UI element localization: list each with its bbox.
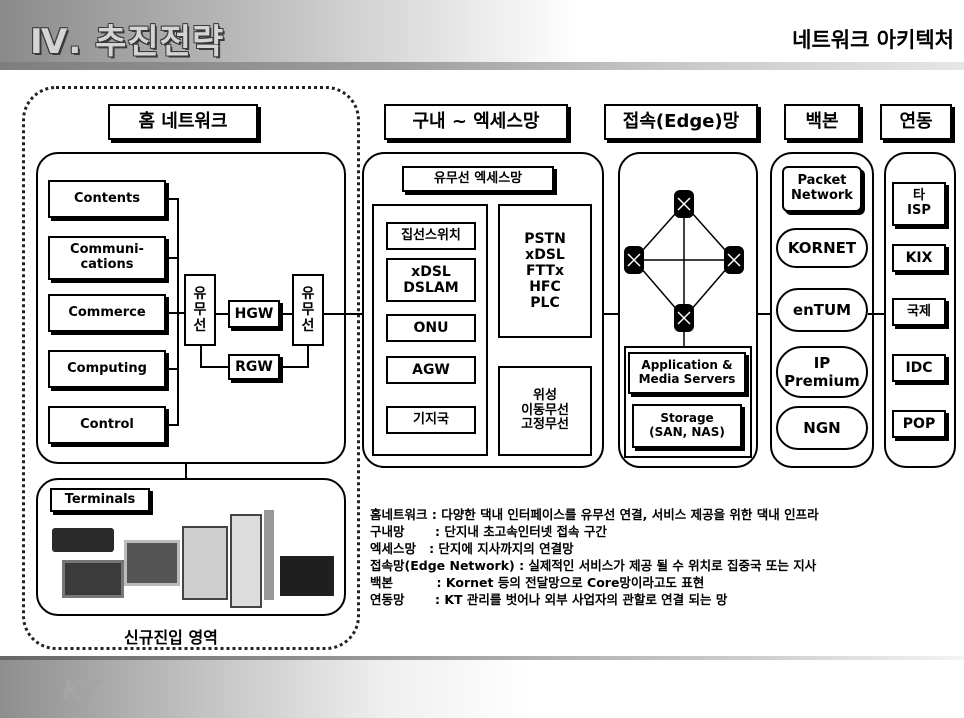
legend-key: 백본: [370, 575, 394, 590]
agw-box: AGW: [386, 356, 476, 384]
legend-sep: :: [404, 592, 445, 607]
legend: 홈네트워크 : 다양한 댁내 인터페이스를 유무선 연결, 서비스 제공을 위한…: [370, 506, 819, 608]
kt-logo: KT: [62, 676, 100, 706]
legend-sep: :: [404, 524, 445, 539]
wired-access-list: PSTN xDSL FTTx HFC PLC: [498, 204, 592, 338]
entum-cloud: enTUM: [776, 288, 868, 332]
international-box: 국제: [892, 298, 946, 326]
legend-row: 구내망 : 단지내 초고속인터넷 접속 구간: [370, 523, 819, 540]
server-device-icon: [230, 514, 262, 608]
ip-premium-cloud: IP Premium: [776, 346, 868, 398]
legend-text: Kornet 등의 전달망으로 Core망이라고도 표현: [445, 575, 705, 590]
legend-sep: :: [427, 507, 442, 522]
aggregation-switch: 집선스위치: [386, 222, 476, 250]
new-entry-region: [22, 86, 360, 650]
legend-row: 접속망(Edge Network) : 실제적인 서비스가 제공 될 수 위치로…: [370, 557, 819, 574]
legend-row: 백본 : Kornet 등의 전달망으로 Core망이라고도 표현: [370, 574, 819, 591]
legend-key: 접속망(Edge Network): [370, 558, 515, 573]
legend-sep: :: [514, 558, 529, 573]
xdsl-dslam: xDSL DSLAM: [386, 258, 476, 302]
footer-line: [0, 656, 964, 662]
kix-box: KIX: [892, 244, 946, 272]
interconnect-title: 연동: [880, 104, 952, 140]
legend-text: 다양한 댁내 인터페이스를 유무선 연결, 서비스 제공을 위한 댁내 인프라: [441, 507, 819, 522]
pc-tower-icon: [182, 526, 228, 600]
monitor-device-icon: [124, 540, 180, 586]
edge-network-title: 접속(Edge)망: [604, 104, 758, 140]
connector: [177, 312, 185, 314]
other-isp: 타 ISP: [892, 182, 946, 226]
ngn-cloud: NGN: [776, 406, 868, 450]
wired-wireless-right: 유 무 선: [292, 274, 324, 346]
legend-text: 실제적인 서비스가 제공 될 수 위치로 집중국 또는 지사: [528, 558, 817, 573]
connector: [166, 368, 178, 370]
connector: [307, 346, 309, 368]
service-communications: Communi- cations: [48, 236, 166, 280]
application-media-servers: Application & Media Servers: [628, 352, 746, 394]
connector: [604, 313, 620, 315]
wired-wireless-access-heading: 유무선 엑세스망: [402, 166, 554, 192]
legend-row: 연동망 : KT 관리를 벗어나 외부 사업자의 관할로 연결 되는 망: [370, 591, 819, 608]
legend-key: 홈네트워크: [370, 507, 428, 522]
connector: [200, 366, 228, 368]
new-entry-label: 신규진입 영역: [124, 628, 218, 647]
connector: [166, 424, 178, 426]
wireless-access-list: 위성 이동무선 고정무선: [498, 366, 592, 456]
keyboard-device-icon: [52, 528, 114, 552]
service-commerce: Commerce: [48, 294, 166, 332]
backbone-title: 백본: [784, 104, 860, 140]
legend-row: 엑세스망 : 단지에 지사까지의 연결망: [370, 540, 819, 557]
connector: [868, 313, 884, 315]
tv-device-icon: [62, 560, 124, 598]
phone-device-icon: [264, 510, 274, 600]
pop-box: POP: [892, 410, 946, 438]
service-computing: Computing: [48, 350, 166, 388]
header-band: [0, 0, 964, 64]
connector: [758, 313, 772, 315]
connector: [324, 313, 364, 315]
footer-band: [0, 660, 964, 718]
section-title: Ⅳ. 추진전략: [30, 22, 225, 62]
wired-wireless-left: 유 무 선: [184, 274, 216, 346]
connector: [200, 346, 202, 366]
service-control: Control: [48, 406, 166, 444]
kornet-cloud: KORNET: [776, 228, 868, 268]
service-contents: Contents: [48, 180, 166, 218]
connector: [166, 257, 178, 259]
connector: [166, 312, 178, 314]
packet-network: Packet Network: [782, 166, 862, 212]
connector: [280, 366, 308, 368]
access-network-title: 구내 ~ 엑세스망: [384, 104, 568, 140]
terminals-label: Terminals: [50, 488, 150, 512]
edge-router-mesh: [624, 190, 744, 346]
hgw-box: HGW: [228, 300, 280, 328]
idc-box: IDC: [892, 354, 946, 382]
connector: [185, 464, 187, 478]
header-stripe: [0, 62, 964, 70]
legend-row: 홈네트워크 : 다양한 댁내 인터페이스를 유무선 연결, 서비스 제공을 위한…: [370, 506, 819, 523]
display-device-icon: [280, 556, 334, 596]
legend-text: KT 관리를 벗어나 외부 사업자의 관할로 연결 되는 망: [444, 592, 728, 607]
base-station-box: 기지국: [386, 406, 476, 434]
connector: [216, 313, 228, 315]
legend-text: 단지내 초고속인터넷 접속 구간: [444, 524, 607, 539]
connector: [280, 313, 292, 315]
storage-box: Storage (SAN, NAS): [632, 404, 742, 448]
onu-box: ONU: [386, 314, 476, 342]
home-network-title: 홈 네트워크: [108, 104, 258, 140]
legend-sep: :: [393, 575, 446, 590]
page-title: 네트워크 아키텍처: [792, 28, 954, 52]
rgw-box: RGW: [228, 354, 280, 380]
legend-text: 단지에 지사까지의 연결망: [438, 541, 574, 556]
legend-key: 구내망: [370, 524, 405, 539]
connector: [166, 198, 178, 200]
legend-key: 연동망: [370, 592, 405, 607]
legend-sep: :: [416, 541, 439, 556]
legend-key: 엑세스망: [370, 541, 417, 556]
